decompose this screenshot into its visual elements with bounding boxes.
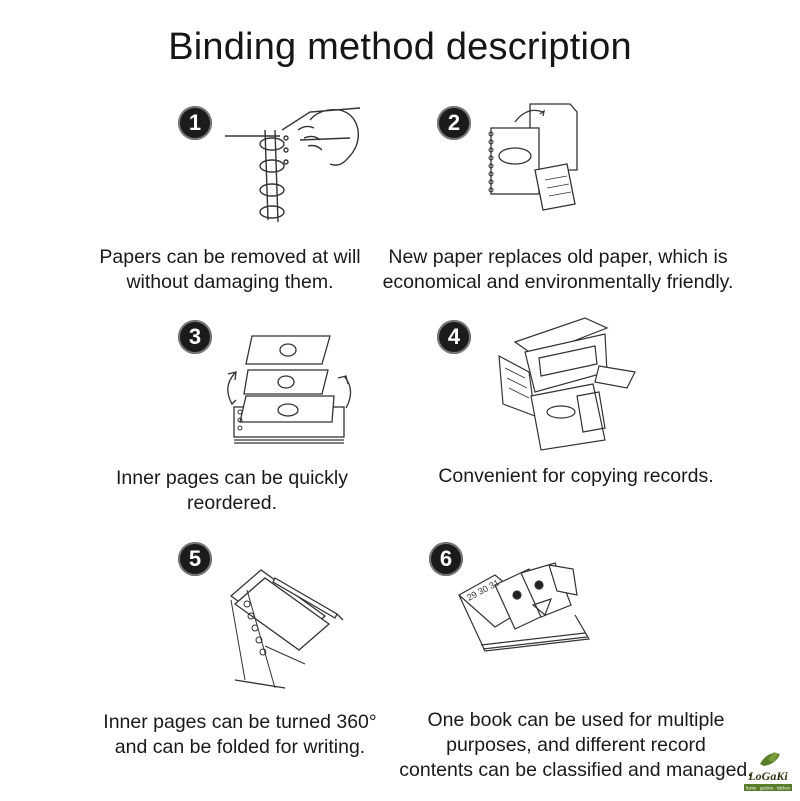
caption-line: Convenient for copying records.: [438, 465, 714, 487]
step-number-badge: 5: [178, 542, 212, 576]
logo-subtext: home · garden · kitchen: [746, 786, 791, 791]
step-caption: Inner pages can be turned 360° and can b…: [40, 710, 440, 760]
copier-icon: [495, 312, 636, 452]
step-caption: Inner pages can be quickly reordered.: [32, 466, 432, 516]
caption-line: New paper replaces old paper, which is: [388, 246, 728, 268]
caption-line: reordered.: [187, 492, 277, 514]
reorder-pages-icon: [222, 332, 362, 447]
step-number-badge: 1: [178, 106, 212, 140]
step-caption: New paper replaces old paper, which is e…: [358, 245, 758, 295]
folded-notebook-pen-icon: [225, 560, 345, 695]
paper-replace-icon: [485, 100, 585, 225]
caption-line: One book can be used for multiple: [427, 709, 725, 731]
ring-binder-hand-icon: [220, 100, 370, 230]
brand-logo: LoGaKi home · garden · kitchen: [740, 746, 796, 796]
step-caption: Convenient for copying records.: [376, 464, 776, 489]
caption-line: Papers can be removed at will: [99, 246, 361, 268]
step-caption: Papers can be removed at will without da…: [30, 245, 430, 295]
logo-text: LoGaKi: [747, 769, 788, 783]
classified-notebook-icon: 29 30 31: [455, 555, 595, 670]
step-number-badge: 4: [437, 320, 471, 354]
step-number-badge: 3: [178, 320, 212, 354]
caption-line: without damaging them.: [126, 271, 334, 293]
step-caption: One book can be used for multiple purpos…: [376, 708, 776, 783]
step-number-badge: 2: [437, 106, 471, 140]
caption-line: Inner pages can be turned 360°: [103, 711, 377, 733]
caption-line: economical and environmentally friendly.: [382, 271, 734, 293]
caption-line: and can be folded for writing.: [114, 736, 366, 758]
step-number-badge: 6: [429, 542, 463, 576]
caption-line: Inner pages can be quickly: [116, 467, 348, 489]
caption-line: contents can be classified and managed.: [399, 759, 753, 781]
page-title: Binding method description: [168, 26, 632, 68]
caption-line: purposes, and different record: [446, 734, 706, 756]
